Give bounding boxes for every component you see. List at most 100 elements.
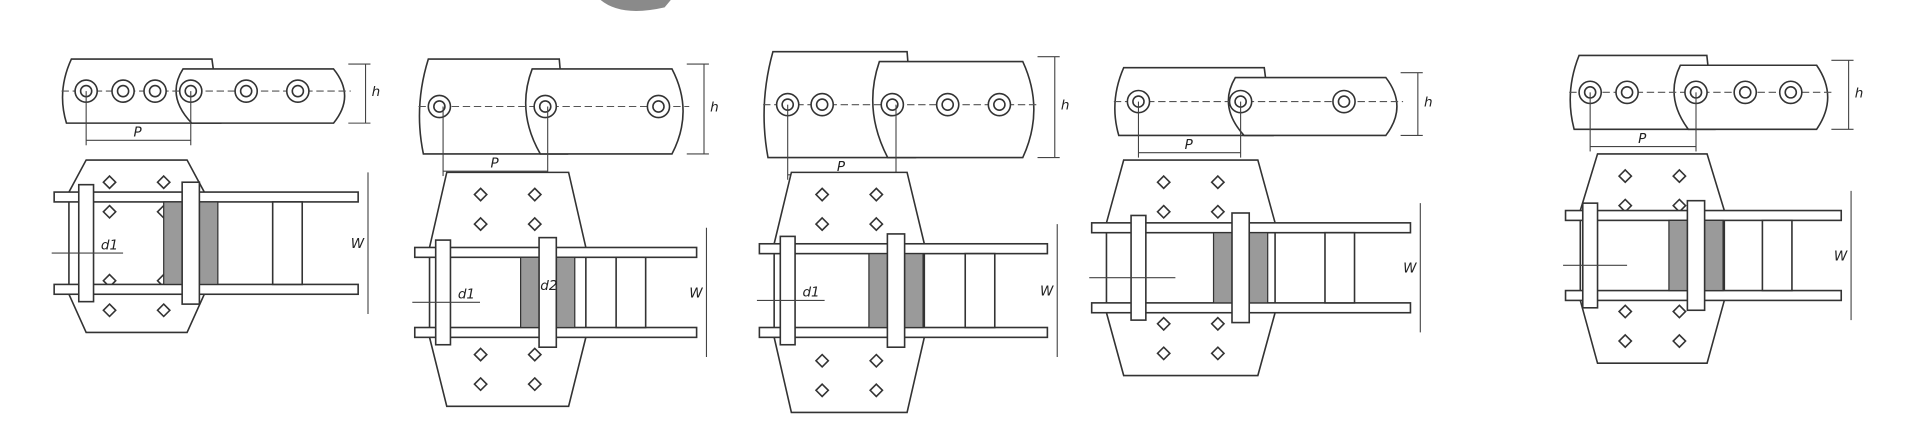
bolt-hole [156, 302, 171, 318]
roller-diameter-label: d2 [540, 278, 557, 294]
bolt-hole [814, 353, 830, 369]
inner-bushing [1324, 231, 1356, 304]
pin-hole [427, 94, 452, 119]
pin-hole-inner [1337, 95, 1351, 108]
pitch-label: P [134, 125, 143, 141]
pin [1130, 214, 1147, 321]
bolt-hole [527, 216, 543, 232]
bolt-hole [1210, 316, 1226, 332]
pin-hole-inner [993, 98, 1006, 111]
pitch-label: P [1185, 137, 1194, 153]
pin-hole-inner [652, 100, 665, 113]
pin-hole-inner [538, 100, 552, 113]
height-label: h [1061, 98, 1070, 114]
bolt-hole [1156, 346, 1171, 361]
pin-hole-inner [1620, 86, 1634, 99]
bolt-hole [527, 187, 543, 202]
side-bar [53, 283, 359, 296]
pin [779, 235, 796, 346]
inner-bushing [615, 256, 647, 329]
bolt-hole [814, 383, 830, 398]
bolt-hole [869, 216, 884, 232]
width-label: W [689, 285, 703, 301]
inner-bushing [271, 201, 304, 286]
pin-hole [810, 92, 835, 117]
pin-hole-inner [815, 98, 829, 111]
pin [434, 239, 452, 346]
width-label: W [1403, 261, 1417, 277]
bolt-hole [1210, 204, 1226, 220]
pin-hole [533, 94, 558, 119]
bolt-hole [1210, 174, 1226, 190]
chain-4-drawing: hP W [1089, 66, 1433, 377]
pin-hole-inner [941, 98, 955, 111]
pin-hole [646, 94, 671, 119]
inner-bushing [964, 252, 996, 329]
height-label: h [1424, 94, 1433, 110]
width-label: W [1834, 248, 1848, 264]
pin-hole-inner [291, 84, 305, 98]
pin [538, 236, 558, 349]
pin-hole-inner [116, 84, 130, 98]
side-bar [53, 191, 359, 203]
height-label: h [372, 84, 381, 100]
bolt-hole [1617, 168, 1633, 184]
bolt-hole [473, 347, 488, 362]
bolt-hole [1156, 316, 1171, 332]
pin-hole-inner [1738, 86, 1752, 99]
bolt-hole [869, 383, 884, 398]
pin [1581, 202, 1599, 309]
bolt-hole [814, 187, 830, 202]
pin-hole [285, 79, 310, 103]
pin-hole [234, 79, 259, 103]
bolt-hole [473, 216, 488, 232]
inner-link-plate [524, 68, 684, 155]
bolt-hole [473, 187, 488, 202]
pin-diameter-label: d1 [458, 287, 475, 303]
pin-diameter-label: d1 [802, 285, 819, 301]
chain-5-drawing: hPW [1563, 54, 1864, 365]
bolt-hole [102, 174, 117, 190]
bolt-hole [527, 347, 543, 362]
bolt-hole [869, 353, 884, 369]
pin [1231, 212, 1251, 324]
cropped-shape [600, 0, 671, 11]
pin-diameter-label: d1 [101, 237, 118, 253]
bolt-hole [1672, 333, 1687, 349]
bolt-hole [102, 302, 117, 318]
pin-hole [935, 92, 960, 117]
inner-bushing [1761, 219, 1793, 292]
pin-hole [1733, 80, 1758, 105]
bolt-hole [1672, 304, 1687, 319]
width-label: W [1040, 283, 1054, 299]
pin-hole-inner [239, 84, 253, 98]
bolt-hole [1156, 174, 1171, 190]
pin-hole [143, 79, 167, 103]
pin-hole-inner [433, 100, 446, 113]
pitch-label: P [490, 155, 499, 171]
bolt-hole [102, 204, 117, 220]
bolt-hole [1156, 204, 1171, 220]
pin-hole [1615, 80, 1639, 105]
width-label: W [351, 236, 365, 252]
pin [1686, 199, 1706, 312]
pitch-label: P [837, 159, 846, 175]
pin [181, 181, 201, 305]
bolt-hole [1210, 346, 1226, 361]
bolt-hole [869, 187, 884, 202]
attachment-plate [773, 171, 926, 414]
bolt-hole [156, 174, 171, 190]
height-label: h [1855, 85, 1864, 101]
inner-link-plate [1227, 76, 1398, 137]
pin-hole [1778, 80, 1803, 105]
pin [77, 183, 95, 303]
pin-hole-inner [148, 84, 162, 98]
pin-hole-inner [1784, 86, 1798, 99]
pin-hole [880, 92, 905, 117]
bolt-hole [527, 376, 543, 392]
pin-hole [1332, 89, 1356, 114]
